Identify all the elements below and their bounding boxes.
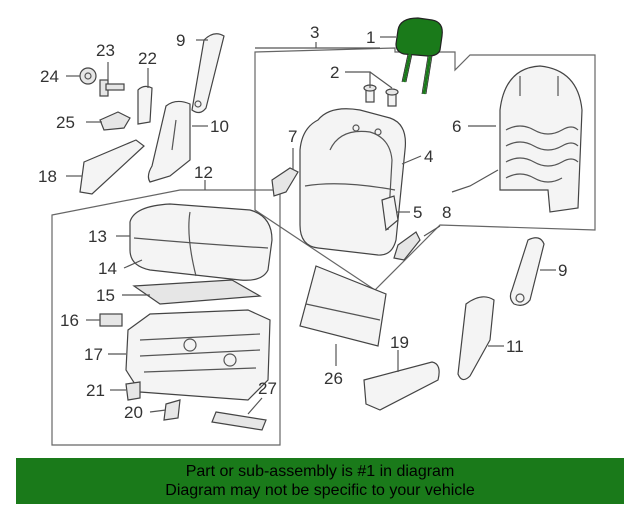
callout-16: 16 [60,311,79,330]
parts-diagram: 1 2 3 4 5 6 7 8 9 9 10 11 12 13 14 15 16… [38,17,596,446]
seat-track-part-17[interactable] [125,309,271,401]
side-trim-part-5[interactable] [381,195,399,232]
callout-3: 3 [310,23,319,42]
callout-17: 17 [84,345,103,364]
callout-1: 1 [366,28,375,47]
trim-panel-part-11[interactable] [457,296,495,381]
part-notice-line-2: Diagram may not be specific to your vehi… [165,482,475,499]
callout-18: 18 [38,167,57,186]
rail-part-27[interactable] [211,411,267,431]
callout-23: 23 [96,41,115,60]
callout-4: 4 [424,147,433,166]
callout-27: 27 [258,379,277,398]
pad-part-15[interactable] [132,279,262,305]
callout-7: 7 [288,127,297,146]
callout-10: 10 [210,117,229,136]
callout-2: 2 [330,63,339,82]
side-cover-part-18[interactable] [79,139,145,195]
callout-9-top: 9 [176,31,185,50]
bolt-part-23[interactable] [99,79,125,97]
callout-12: 12 [194,163,213,182]
leader-lines [66,36,556,415]
side-shield-part-10[interactable] [147,100,191,183]
tray-part-26[interactable] [299,265,387,347]
bracket-part-20[interactable] [163,399,181,421]
callout-14: 14 [98,259,117,278]
callout-15: 15 [96,286,115,305]
callout-19: 19 [390,333,409,352]
armrest-part-19[interactable] [363,361,440,411]
callout-25: 25 [56,113,75,132]
seatback-frame-part-6[interactable] [451,65,583,213]
callout-9-right: 9 [558,261,567,280]
callout-5: 5 [413,203,422,222]
callout-21: 21 [86,381,105,400]
cushion-group-box [51,189,281,446]
clip-part-22[interactable] [137,85,153,125]
callout-13: 13 [88,227,107,246]
seat-cushion-part-13[interactable] [129,203,273,281]
callout-20: 20 [124,403,143,422]
callout-22: 22 [138,49,157,68]
callout-26: 26 [324,369,343,388]
recliner-part-7[interactable] [271,167,299,197]
callout-11: 11 [506,337,524,356]
headrest-part-1[interactable] [395,17,443,95]
bracket-part-25[interactable] [99,111,131,131]
nut-part-24[interactable] [79,67,97,85]
cover-part-8[interactable] [393,231,421,261]
bracket-part-21[interactable] [125,381,141,401]
callout-24: 24 [40,67,59,86]
switch-part-16[interactable] [99,313,123,327]
trim-part-9a[interactable] [191,33,225,114]
callout-8: 8 [442,203,451,222]
seatback-group-box [254,47,596,291]
part-notice-banner: Part or sub-assembly is #1 in diagram Di… [16,458,624,504]
callout-6: 6 [452,117,461,136]
seatback-cushion-part-4[interactable] [299,108,407,256]
trim-part-9b[interactable] [509,237,545,306]
part-notice-line-1: Part or sub-assembly is #1 in diagram [185,463,455,480]
headrest-guide-part-2[interactable] [363,84,399,107]
